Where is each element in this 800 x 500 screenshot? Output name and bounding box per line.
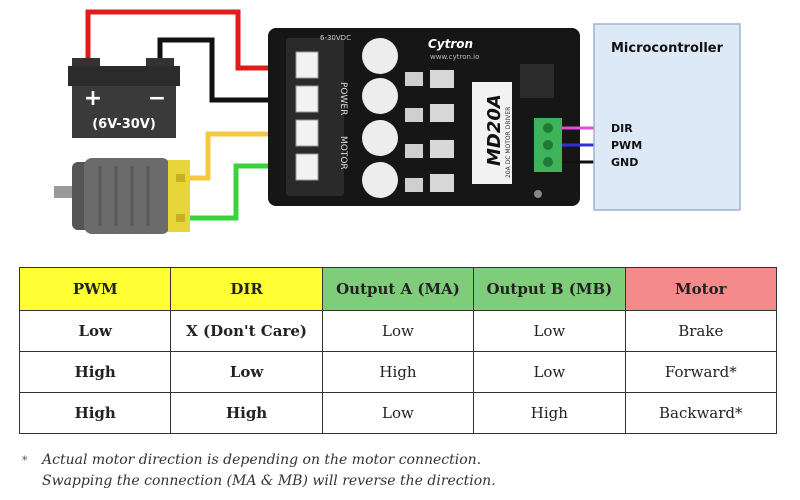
board-website: www.cytron.io bbox=[430, 53, 479, 61]
microcontroller-title: Microcontroller bbox=[611, 41, 724, 56]
motor-driver-board: POWER MOTOR 6-30VDC Cytron www.cytron.io… bbox=[268, 28, 580, 206]
wiring-diagram: + − (6V-30V) POWER MOTOR 6-30VDC bbox=[54, 9, 741, 234]
motor-label: MOTOR bbox=[338, 136, 348, 170]
board-subtitle: 20A DC MOTOR DRIVER bbox=[505, 107, 512, 178]
table-cell: High bbox=[18, 351, 172, 393]
table-row: High High Low High Backward* bbox=[18, 392, 778, 434]
black-wire bbox=[157, 37, 300, 103]
board-logo: Cytron bbox=[428, 37, 473, 51]
table-cell: High bbox=[473, 392, 626, 434]
table-cell: X (Don't Care) bbox=[170, 310, 323, 352]
footnote-text-2: Swapping the connection (MA & MB) will r… bbox=[42, 473, 496, 489]
yellow-wire bbox=[185, 131, 300, 181]
header-output-a: Output A (MA) bbox=[321, 267, 475, 311]
table-cell: Brake bbox=[624, 310, 778, 352]
header-output-b: Output B (MB) bbox=[473, 267, 626, 311]
red-wire bbox=[85, 9, 300, 71]
table-header-row: PWM DIR Output A (MA) Output B (MB) Moto… bbox=[18, 267, 778, 311]
battery-voltage-label: (6V-30V) bbox=[92, 117, 156, 132]
header-motor: Motor bbox=[624, 267, 778, 311]
battery-minus-text: − bbox=[148, 86, 166, 111]
table-cell: Low bbox=[321, 392, 475, 434]
table-row: High Low High Low Forward* bbox=[18, 351, 778, 393]
footnote-line-1: * Actual motor direction is depending on … bbox=[22, 450, 782, 471]
table-cell: Low bbox=[473, 310, 626, 352]
table-cell: High bbox=[170, 392, 323, 434]
battery-plus-text: + bbox=[84, 86, 102, 111]
dc-motor bbox=[54, 158, 190, 234]
power-label: POWER bbox=[338, 82, 348, 115]
pin-gnd: GND bbox=[611, 156, 638, 169]
footnote: * Actual motor direction is depending on … bbox=[22, 450, 782, 492]
table-cell: Low bbox=[473, 351, 626, 393]
table-cell: Backward* bbox=[624, 392, 778, 434]
footnote-star: * bbox=[22, 454, 28, 467]
pin-dir: DIR bbox=[611, 122, 633, 135]
table-cell: High bbox=[18, 392, 172, 434]
table-cell: Low bbox=[321, 310, 475, 352]
board-model: MD20A bbox=[484, 94, 505, 166]
footnote-text-1: Actual motor direction is depending on t… bbox=[42, 452, 482, 468]
table-cell: Low bbox=[18, 310, 172, 352]
table-cell: Low bbox=[170, 351, 323, 393]
header-dir: DIR bbox=[170, 267, 323, 311]
table-cell: Forward* bbox=[624, 351, 778, 393]
table-cell: High bbox=[321, 351, 475, 393]
truth-table: PWM DIR Output A (MA) Output B (MB) Moto… bbox=[18, 267, 778, 434]
table-row: Low X (Don't Care) Low Low Brake bbox=[18, 310, 778, 352]
microcontroller: Microcontroller DIR PWM GND bbox=[593, 23, 741, 211]
battery: + − (6V-30V) bbox=[68, 58, 180, 138]
header-pwm: PWM bbox=[18, 267, 172, 311]
pin-pwm: PWM bbox=[611, 139, 642, 152]
board-voltage-text: 6-30VDC bbox=[320, 34, 351, 42]
